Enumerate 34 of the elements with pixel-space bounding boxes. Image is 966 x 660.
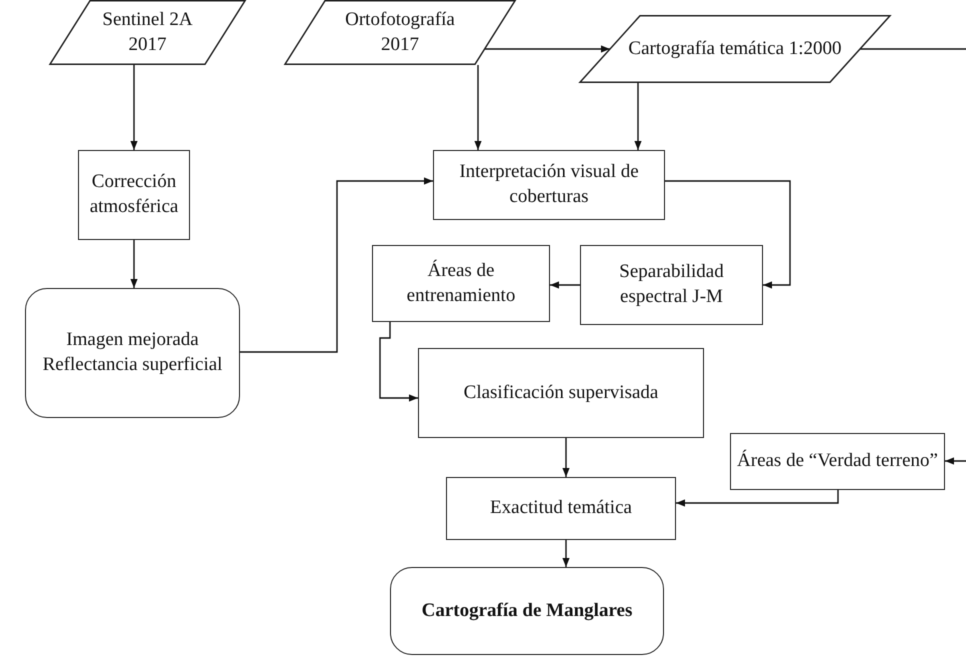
arrow (634, 83, 642, 150)
arrow (562, 540, 570, 567)
node-label: Exactitud temática (490, 496, 632, 520)
node-label: Cartografía de Manglares (422, 598, 632, 623)
node-label: Áreas de entrenamiento (406, 258, 516, 308)
process-box (730, 433, 945, 490)
node-label: Cartografía temática 1:2000 (628, 36, 842, 61)
process-box (446, 477, 676, 540)
arrow (240, 177, 433, 353)
arrow (945, 457, 966, 465)
node-label: Separabilidad espectral J-M (618, 260, 725, 309)
node-label: Interpretación visual de coberturas (458, 160, 640, 209)
node-label: Clasificación supervisada (464, 380, 658, 405)
rounded-box (25, 288, 240, 418)
process-box (433, 150, 665, 220)
arrow (474, 65, 482, 150)
arrow (562, 438, 570, 477)
node-label: Imagen mejorada Reflectancia superficial (42, 328, 224, 377)
node-label: Sentinel 2A 2017 (101, 8, 194, 56)
arrow (484, 45, 610, 53)
process-box (78, 150, 190, 240)
rounded-box (390, 567, 664, 655)
node-label: Ortofotografía 2017 (344, 8, 456, 56)
node-label: Corrección atmosférica (88, 170, 180, 219)
process-box (372, 245, 550, 322)
arrow (130, 240, 138, 288)
arrow (676, 490, 839, 507)
arrow (379, 322, 418, 402)
arrow (550, 281, 580, 289)
arrow (130, 65, 138, 150)
process-box (580, 245, 763, 325)
arrow (665, 180, 791, 289)
process-box (418, 348, 704, 438)
node-label: Áreas de “Verdad terreno” (737, 449, 938, 474)
